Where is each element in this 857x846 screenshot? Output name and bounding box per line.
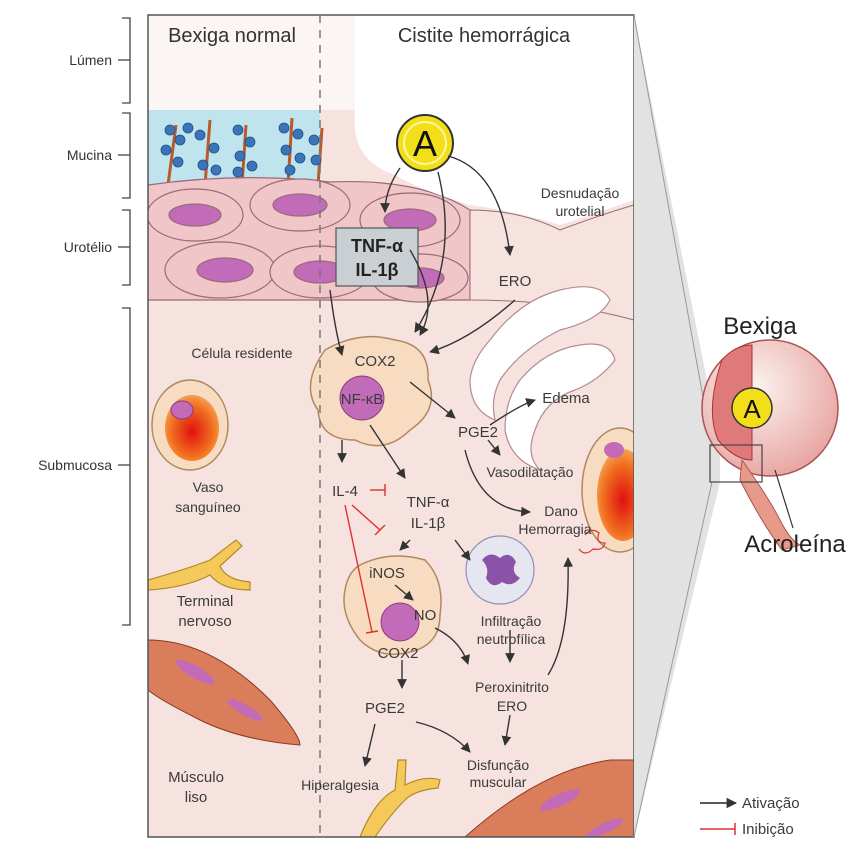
- label-desnudacao: Desnudação: [541, 185, 620, 201]
- label-hemorragia: Hemorragia: [518, 521, 591, 537]
- label-inos: iNOS: [369, 565, 405, 582]
- label-ero-bottom: ERO: [497, 698, 527, 714]
- bladder-illustration: A: [702, 340, 838, 550]
- label-dysfunction-2: muscular: [470, 774, 527, 790]
- label-neutrophil-2: neutrofílica: [477, 631, 546, 647]
- label-pge2-bottom: PGE2: [365, 700, 405, 717]
- label-dysfunction-1: Disfunção: [467, 757, 529, 773]
- layer-lumen: Lúmen: [69, 52, 112, 68]
- label-vasodilation: Vasodilatação: [487, 464, 574, 480]
- label-vaso-word: Vaso: [193, 479, 224, 495]
- label-pge2-top: PGE2: [458, 424, 498, 441]
- label-tnf-mid: TNF-α: [407, 494, 450, 511]
- label-il4: IL-4: [332, 483, 358, 500]
- bladder-acrolein-letter: A: [743, 394, 761, 424]
- label-il1-box: IL-1β: [356, 260, 399, 280]
- label-ero-top: ERO: [499, 273, 532, 290]
- legend-inhibition-label: Inibição: [742, 821, 794, 838]
- urothelial-cells: [147, 178, 470, 302]
- header-normal: Bexiga normal: [168, 25, 296, 47]
- label-no: NO: [414, 607, 437, 624]
- label-edema: Edema: [542, 390, 590, 407]
- header-cystitis: Cistite hemorrágica: [398, 25, 571, 47]
- label-dano: Dano: [544, 503, 578, 519]
- label-sanguineo-word: sanguíneo: [175, 499, 241, 515]
- label-terminal-word: Terminal: [177, 593, 234, 610]
- blood-vessel: [152, 380, 228, 470]
- layer-mucin: Mucina: [67, 147, 112, 163]
- label-cox2-bottom: COX2: [378, 645, 419, 662]
- bladder-acrolein-label: Acroleína: [744, 531, 846, 558]
- label-nervoso-word: nervoso: [178, 613, 231, 630]
- legend: Ativação Inibição: [700, 795, 800, 838]
- label-il1-mid: IL-1β: [411, 515, 446, 532]
- label-musculo-word: Músculo: [168, 769, 224, 786]
- label-peroxynitrite: Peroxinitrito: [475, 679, 549, 695]
- label-liso-word: liso: [185, 789, 208, 806]
- label-cox2-top: COX2: [355, 353, 396, 370]
- bladder-title: Bexiga: [723, 313, 797, 340]
- layer-urothelium: Urotélio: [64, 239, 112, 255]
- acrolein-letter: A: [413, 123, 437, 164]
- label-tnf-box: TNF-α: [351, 236, 403, 256]
- acrolein-symbol: A: [397, 115, 453, 171]
- label-resident-cell: Célula residente: [191, 345, 292, 361]
- legend-activation-label: Ativação: [742, 795, 800, 812]
- layer-submucosa: Submucosa: [38, 457, 112, 473]
- label-hyperalgesia: Hiperalgesia: [301, 777, 379, 793]
- neutrophil: [466, 536, 534, 604]
- label-neutrophil-1: Infiltração: [481, 613, 542, 629]
- label-urotelial: urotelial: [555, 203, 604, 219]
- label-nfkb: NF-κB: [341, 391, 384, 408]
- layer-brackets: [118, 18, 130, 625]
